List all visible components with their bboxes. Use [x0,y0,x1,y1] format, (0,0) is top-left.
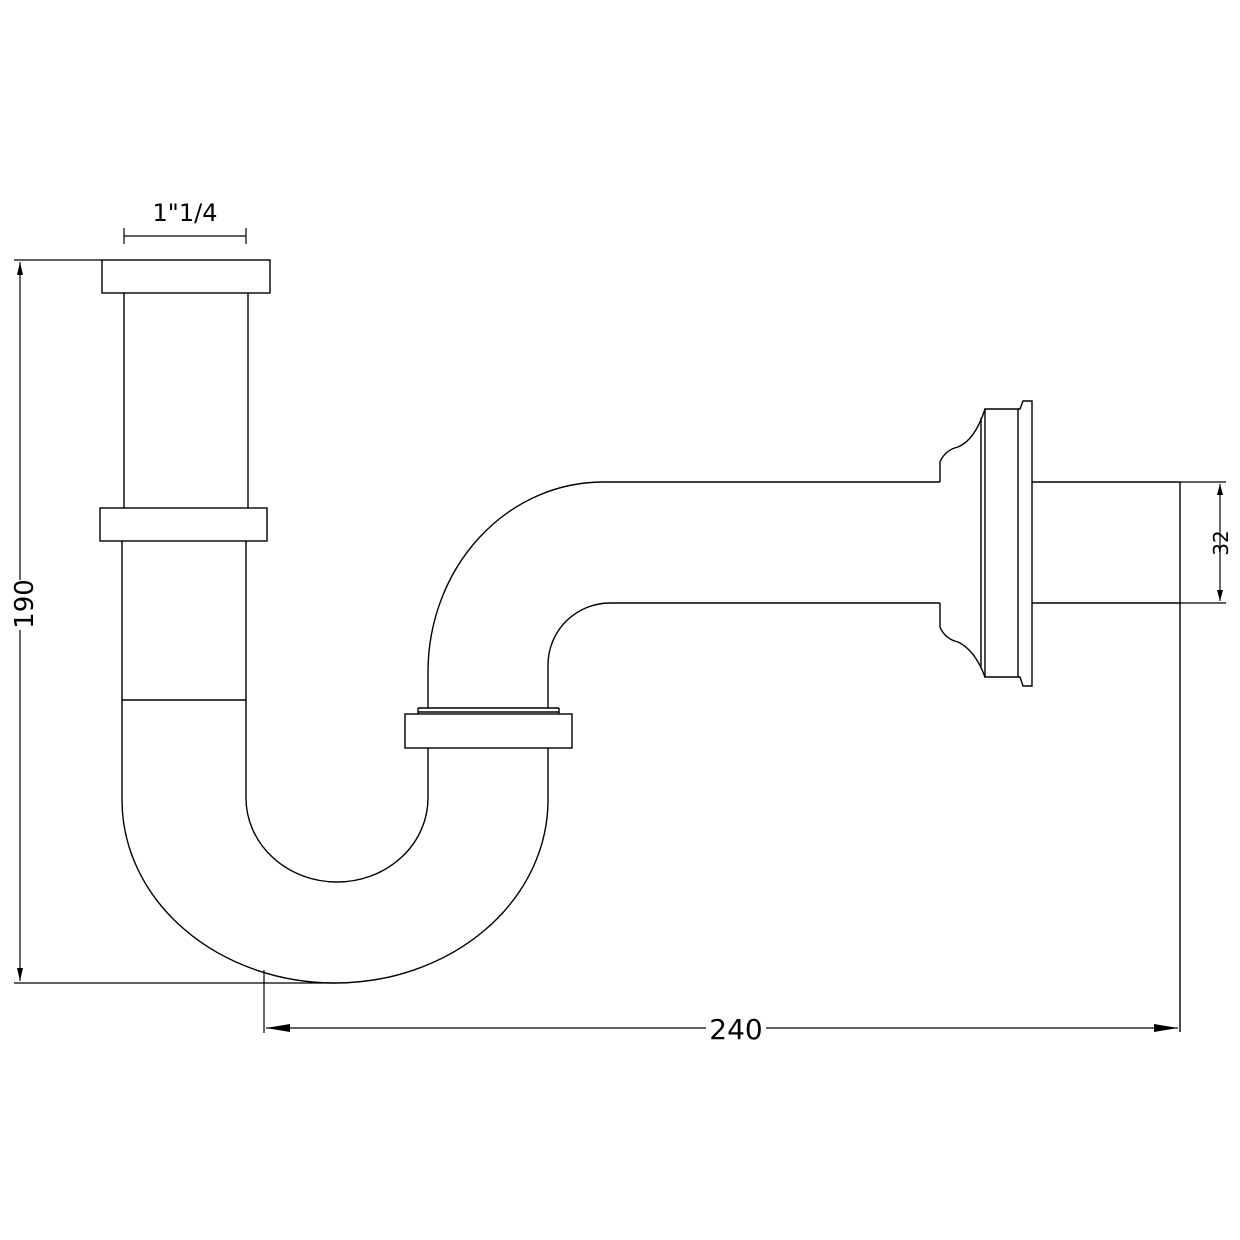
wall-rosette [939,400,1033,687]
union-nut [404,713,573,749]
top-nut [101,259,271,294]
outlet-elbow [427,481,940,708]
dim-width: 240 [263,970,1178,1046]
dim-height-label: 190 [10,579,40,629]
inlet-pipe [99,259,271,701]
dim-width-arrow-right [1154,1024,1178,1032]
dim-wall-pipe-arrow-top [1217,484,1223,495]
dim-width-label: 240 [709,1013,762,1046]
dim-width-arrow-left [266,1024,290,1032]
rosette-bottom-curve [939,603,986,678]
dim-wall-pipe-arrow-bottom [1217,590,1223,601]
u-bend [121,700,549,984]
wall-pipe [1032,481,1181,1032]
elbow-inner [547,602,940,708]
u-bend-outer [121,700,549,984]
rosette-top-curve [939,408,986,482]
dim-diameter: 1"1/4 [123,199,247,244]
dim-height-arrow-bottom [17,968,23,981]
elbow-outer [427,481,940,708]
rosette-flange [984,400,1033,687]
dim-wall-pipe: 32 [1180,481,1233,604]
u-bend-inner [245,700,429,883]
riser-union-nut [404,707,573,749]
dim-height: 190 [10,259,335,984]
dim-wall-pipe-label: 32 [1209,530,1233,555]
dim-height-arrow-top [17,262,23,275]
dim-diameter-label: 1"1/4 [153,199,218,227]
middle-nut [99,507,268,542]
